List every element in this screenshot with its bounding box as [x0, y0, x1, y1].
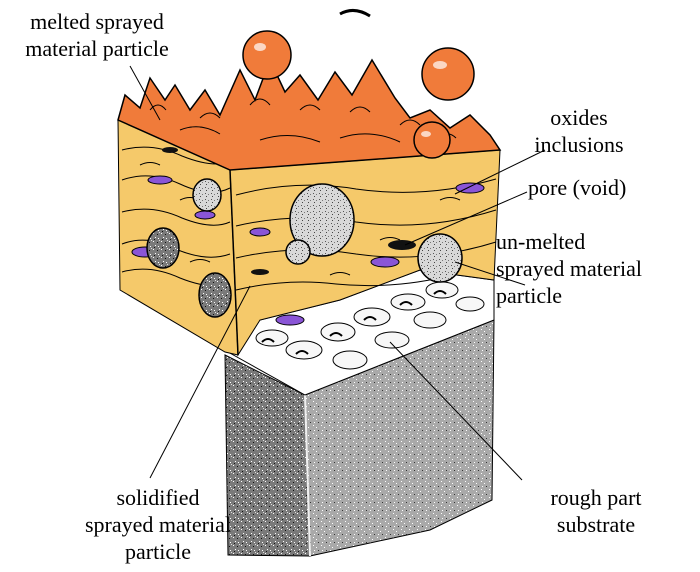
solidified-particle-label-line-3: particle — [62, 538, 254, 565]
rough-substrate-label-line-2: substrate — [526, 511, 666, 538]
oxides-inclusions-label: oxides inclusions — [524, 104, 634, 158]
molten-droplet-1 — [243, 31, 291, 79]
rough-substrate-label: rough part substrate — [526, 484, 666, 538]
rough-substrate-label-line-1: rough part — [526, 484, 666, 511]
oxides-inclusions-label-line-2: inclusions — [524, 131, 634, 158]
solidified-particle-label: solidified sprayed material particle — [62, 484, 254, 565]
pore-label-line-1: pore (void) — [528, 174, 668, 201]
melted-particle-label-line-2: material particle — [2, 35, 192, 62]
pore-label: pore (void) — [528, 174, 668, 201]
melted-particle-label: melted sprayed material particle — [2, 8, 192, 62]
unmelted-particle-label-line-3: particle — [496, 282, 696, 309]
molten-droplet-2 — [422, 48, 474, 100]
unmelted-particle-label-line-1: un-melted — [496, 228, 696, 255]
solidified-particle-label-line-1: solidified — [62, 484, 254, 511]
molten-droplet-3 — [414, 122, 450, 158]
oxides-inclusions-label-line-1: oxides — [524, 104, 634, 131]
unmelted-particle-label-line-2: sprayed material — [496, 255, 696, 282]
partial-droplet-edge — [340, 10, 370, 16]
solidified-particle-label-line-2: sprayed material — [62, 511, 254, 538]
melted-particle-label-line-1: melted sprayed — [2, 8, 192, 35]
unmelted-particle-label: un-melted sprayed material particle — [496, 228, 696, 309]
